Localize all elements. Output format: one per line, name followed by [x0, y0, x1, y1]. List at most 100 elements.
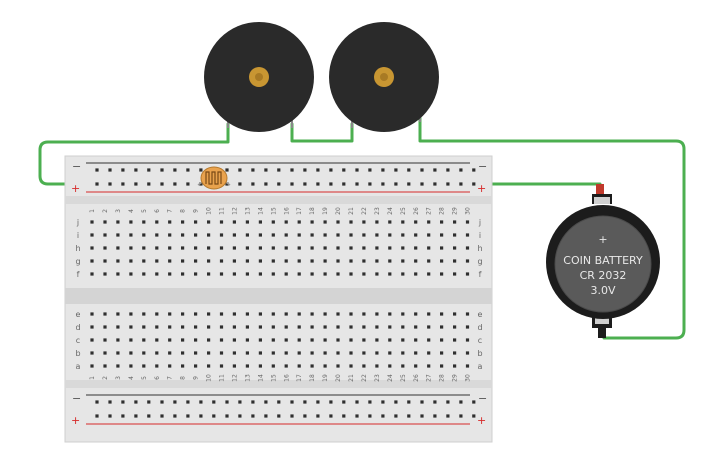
terminal-hole[interactable]: [245, 246, 249, 250]
terminal-hole[interactable]: [219, 312, 224, 316]
terminal-hole[interactable]: [155, 220, 159, 224]
terminal-hole[interactable]: [465, 220, 470, 224]
terminal-hole[interactable]: [349, 220, 353, 224]
rail-hole[interactable]: [173, 168, 177, 172]
terminal-hole[interactable]: [323, 233, 327, 237]
terminal-hole[interactable]: [297, 220, 301, 224]
rail-hole[interactable]: [147, 414, 151, 418]
terminal-hole[interactable]: [427, 364, 431, 368]
terminal-hole[interactable]: [323, 259, 327, 263]
terminal-hole[interactable]: [90, 364, 94, 368]
rail-hole[interactable]: [277, 168, 281, 172]
terminal-hole[interactable]: [271, 351, 275, 355]
terminal-hole[interactable]: [116, 325, 120, 329]
rail-hole[interactable]: [121, 168, 125, 172]
terminal-hole[interactable]: [207, 364, 211, 368]
terminal-hole[interactable]: [245, 233, 249, 237]
terminal-hole[interactable]: [440, 364, 444, 368]
rail-hole[interactable]: [355, 182, 359, 186]
terminal-hole[interactable]: [194, 259, 198, 263]
terminal-hole[interactable]: [116, 338, 120, 342]
terminal-hole[interactable]: [284, 233, 288, 237]
rail-hole[interactable]: [407, 182, 411, 186]
terminal-hole[interactable]: [401, 325, 405, 329]
terminal-hole[interactable]: [142, 351, 146, 355]
terminal-hole[interactable]: [103, 233, 107, 237]
rail-hole[interactable]: [199, 182, 203, 186]
terminal-hole[interactable]: [336, 259, 340, 263]
terminal-hole[interactable]: [258, 338, 262, 342]
terminal-hole[interactable]: [284, 338, 288, 342]
terminal-hole[interactable]: [258, 233, 262, 237]
terminal-hole[interactable]: [427, 272, 431, 276]
rail-hole[interactable]: [355, 400, 359, 404]
terminal-hole[interactable]: [207, 233, 211, 237]
terminal-hole[interactable]: [168, 246, 172, 250]
rail-hole[interactable]: [121, 400, 125, 404]
rail-hole[interactable]: [212, 400, 216, 404]
terminal-hole[interactable]: [388, 259, 392, 263]
rail-hole[interactable]: [381, 400, 385, 404]
terminal-hole[interactable]: [310, 246, 314, 250]
coin-battery[interactable]: + COIN BATTERY CR 2032 3.0V: [546, 184, 660, 338]
rail-hole[interactable]: [264, 400, 268, 404]
rail-hole[interactable]: [381, 414, 385, 418]
rail-hole[interactable]: [342, 182, 346, 186]
terminal-hole[interactable]: [401, 220, 405, 224]
rail-hole[interactable]: [433, 182, 437, 186]
terminal-hole[interactable]: [310, 325, 314, 329]
terminal-hole[interactable]: [310, 351, 314, 355]
terminal-hole[interactable]: [310, 259, 314, 263]
terminal-hole[interactable]: [168, 220, 172, 224]
terminal-hole[interactable]: [349, 246, 353, 250]
terminal-hole[interactable]: [284, 364, 288, 368]
terminal-hole[interactable]: [440, 246, 444, 250]
rail-hole[interactable]: [225, 168, 229, 172]
terminal-hole[interactable]: [465, 233, 470, 237]
terminal-hole[interactable]: [181, 325, 185, 329]
rail-hole[interactable]: [355, 414, 359, 418]
terminal-hole[interactable]: [271, 259, 275, 263]
terminal-hole[interactable]: [129, 351, 133, 355]
terminal-hole[interactable]: [103, 351, 107, 355]
rail-hole[interactable]: [290, 168, 294, 172]
terminal-hole[interactable]: [155, 364, 159, 368]
terminal-hole[interactable]: [155, 272, 159, 276]
rail-hole[interactable]: [95, 182, 99, 186]
terminal-hole[interactable]: [336, 325, 340, 329]
terminal-hole[interactable]: [181, 246, 185, 250]
terminal-hole[interactable]: [168, 233, 172, 237]
rail-hole[interactable]: [459, 168, 463, 172]
terminal-hole[interactable]: [129, 325, 133, 329]
terminal-hole[interactable]: [194, 246, 198, 250]
rail-hole[interactable]: [95, 414, 99, 418]
terminal-hole[interactable]: [271, 246, 275, 250]
terminal-hole[interactable]: [232, 259, 236, 263]
terminal-hole[interactable]: [129, 338, 133, 342]
terminal-hole[interactable]: [427, 338, 431, 342]
rail-hole[interactable]: [95, 168, 99, 172]
terminal-hole[interactable]: [155, 351, 159, 355]
terminal-hole[interactable]: [271, 272, 275, 276]
terminal-hole[interactable]: [207, 325, 211, 329]
terminal-hole[interactable]: [155, 338, 159, 342]
terminal-hole[interactable]: [375, 272, 379, 276]
terminal-hole[interactable]: [142, 338, 146, 342]
terminal-hole[interactable]: [336, 233, 340, 237]
terminal-hole[interactable]: [414, 233, 418, 237]
terminal-hole[interactable]: [440, 272, 444, 276]
rail-hole[interactable]: [290, 414, 294, 418]
terminal-hole[interactable]: [245, 325, 249, 329]
rail-hole[interactable]: [186, 182, 190, 186]
terminal-hole[interactable]: [465, 338, 470, 342]
terminal-hole[interactable]: [271, 364, 275, 368]
terminal-hole[interactable]: [336, 364, 340, 368]
terminal-hole[interactable]: [258, 312, 262, 316]
terminal-hole[interactable]: [388, 312, 392, 316]
terminal-hole[interactable]: [194, 325, 198, 329]
rail-hole[interactable]: [433, 168, 437, 172]
rail-hole[interactable]: [173, 414, 177, 418]
terminal-hole[interactable]: [401, 364, 405, 368]
terminal-hole[interactable]: [219, 246, 224, 250]
terminal-hole[interactable]: [284, 312, 288, 316]
